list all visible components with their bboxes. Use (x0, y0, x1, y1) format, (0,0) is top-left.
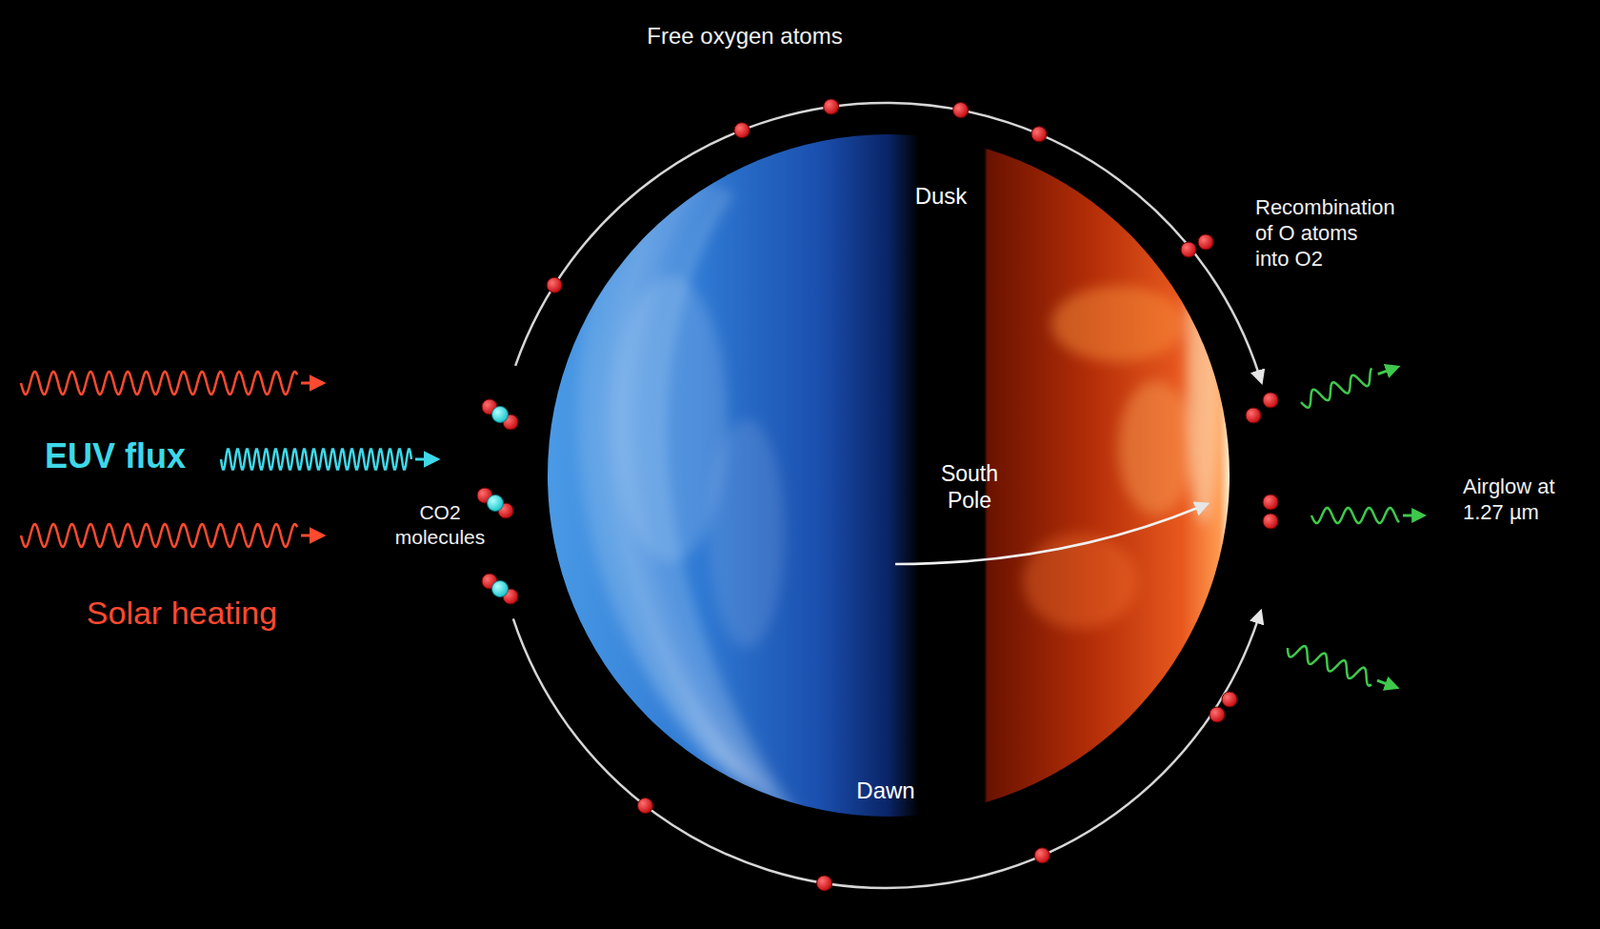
solar-wave (20, 371, 298, 395)
planet-venus: DuskSouth PoleDawn (546, 133, 1231, 818)
oxygen-atom (734, 122, 750, 139)
oxygen-atom (1262, 494, 1279, 510)
label-text: Free oxygen atoms (646, 21, 842, 50)
planet-disc (546, 133, 1231, 818)
carbon-atom (487, 495, 504, 512)
label-text: EUV flux (44, 435, 186, 478)
airglow-wave (1311, 507, 1400, 523)
oxygen-atom (817, 875, 833, 891)
airglow-wave-arrow (1377, 680, 1390, 685)
oxygen-atom (1209, 706, 1225, 722)
oxygen-atom (1221, 691, 1238, 707)
oxygen-atom (1198, 234, 1214, 250)
oxygen-atom (823, 99, 840, 115)
solar-wave (20, 523, 298, 547)
solar-wave-arrow (300, 534, 315, 538)
carbon-atom (492, 406, 509, 423)
carbon-atom (492, 580, 509, 598)
airglow-wave-arrow (1402, 514, 1417, 518)
label-text: Airglow at 1.27 µm (1462, 474, 1582, 526)
oxygen-atom (1031, 126, 1047, 142)
airglow-wave (1287, 645, 1372, 686)
thermal-feature (1186, 219, 1221, 524)
label-text: Solar heating (86, 593, 278, 633)
planet-label: South Pole (916, 460, 1023, 514)
oxygen-atom (1245, 407, 1261, 423)
oxygen-atom (1262, 392, 1279, 408)
oxygen-atom (1262, 513, 1279, 529)
label-text: Recombination of O atoms into O2 (1255, 195, 1397, 272)
oxygen-atom (953, 102, 969, 119)
euv-wave-arrow (415, 458, 429, 461)
planet-label: Dawn (856, 776, 915, 804)
label-text: CO2 molecules (382, 500, 498, 549)
oxygen-atom (1034, 847, 1050, 863)
cloud-patch (708, 419, 785, 648)
solar-wave-arrow (300, 381, 315, 385)
thermal-feature (1118, 380, 1195, 515)
euv-wave (220, 449, 412, 470)
planet-surface (547, 134, 1230, 817)
airglow-wave-arrow (1378, 369, 1391, 375)
oxygen-atom (1180, 241, 1197, 258)
airglow-wave (1300, 368, 1372, 408)
thermal-feature (1022, 533, 1138, 629)
oxygen-atom (637, 798, 653, 814)
planet-label: Dusk (915, 181, 968, 210)
oxygen-atom (546, 277, 562, 293)
pointer-arrow (895, 506, 1200, 564)
thermal-feature (1051, 285, 1185, 362)
